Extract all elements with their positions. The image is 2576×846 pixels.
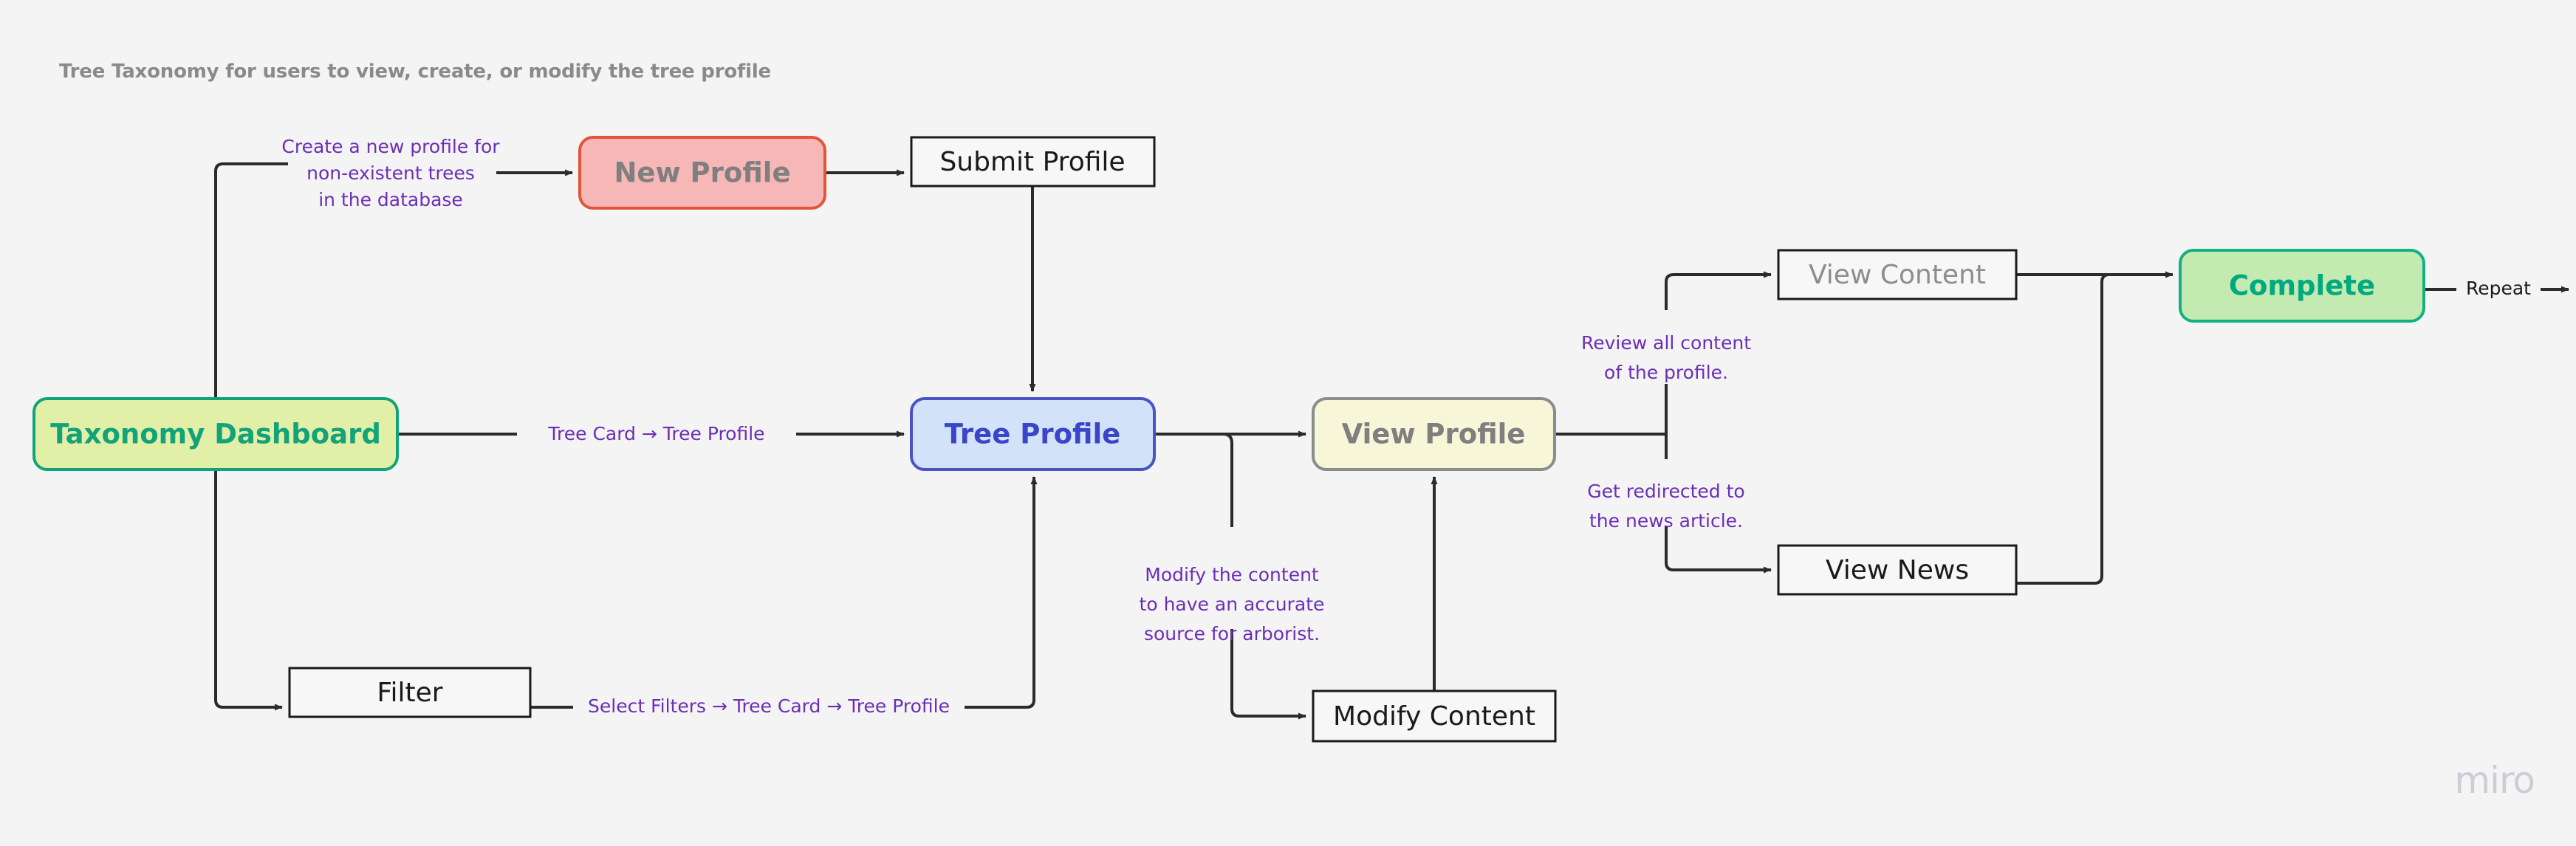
node-label-new-profile: New Profile (614, 157, 790, 189)
edge-label-repeat: Repeat (2466, 278, 2531, 299)
node-label-view-content: View Content (1809, 260, 1986, 290)
miro-watermark: miro (2454, 759, 2535, 802)
svg-text:source for arborist.: source for arborist. (1144, 623, 1320, 644)
node-complete[interactable]: Complete (2179, 249, 2425, 323)
node-submit-profile[interactable]: Submit Profile (910, 136, 1156, 188)
svg-text:Get redirected to: Get redirected to (1587, 481, 1744, 502)
node-label-submit-profile: Submit Profile (939, 147, 1125, 177)
node-modify-content[interactable]: Modify Content (1312, 689, 1557, 743)
node-new-profile[interactable]: New Profile (578, 136, 826, 210)
node-label-view-profile: View Profile (1342, 419, 1526, 450)
nodes-layer: New Profile Submit Profile Taxonomy Dash… (32, 136, 2425, 743)
node-view-news[interactable]: View News (1777, 544, 2018, 596)
edge-label-create-new-profile: Create a new profile for non-existent tr… (281, 136, 500, 210)
node-label-complete: Complete (2229, 270, 2375, 302)
node-label-modify-content: Modify Content (1333, 701, 1535, 732)
node-label-view-news: View News (1826, 555, 1969, 585)
svg-text:Tree Card → Tree Profile: Tree Card → Tree Profile (547, 423, 764, 444)
svg-text:to have an accurate: to have an accurate (1140, 594, 1325, 615)
connector-tree-profile-to-modify-content-b (1230, 629, 1306, 720)
connector-tree-profile-to-modify-content-a (1215, 433, 1233, 527)
edge-label-modify-the-content: Modify the content to have an accurate s… (1140, 564, 1325, 644)
edge-labels-layer: Create a new profile for non-existent tr… (281, 136, 2531, 717)
svg-text:of the profile.: of the profile. (1604, 362, 1728, 383)
svg-text:in the database: in the database (318, 189, 463, 210)
svg-text:Repeat: Repeat (2466, 278, 2531, 299)
edge-label-get-redirected: Get redirected to the news article. (1587, 481, 1744, 532)
edge-label-tree-card-to-tree-profile: Tree Card → Tree Profile (547, 423, 764, 444)
node-taxonomy-dashboard[interactable]: Taxonomy Dashboard (32, 397, 399, 471)
svg-text:non-existent trees: non-existent trees (306, 162, 475, 184)
connector-filter-to-tree-profile-b (965, 476, 1038, 709)
connector-dashboard-to-new-profile-a (214, 162, 288, 399)
svg-text:Modify the content: Modify the content (1145, 564, 1319, 585)
node-tree-profile[interactable]: Tree Profile (910, 397, 1156, 471)
node-label-taxonomy-dashboard: Taxonomy Dashboard (50, 419, 381, 450)
board-title: Tree Taxonomy for users to view, create,… (59, 61, 771, 83)
node-view-content[interactable]: View Content (1777, 249, 2018, 300)
svg-text:Create a new profile for: Create a new profile for (281, 136, 500, 157)
connector-view-profile-to-view-news-b (1665, 526, 1772, 574)
connector-view-profile-to-view-content-b (1665, 271, 1772, 310)
svg-text:Review all content: Review all content (1581, 332, 1751, 354)
edge-label-select-filters: Select Filters → Tree Card → Tree Profil… (588, 695, 950, 717)
svg-text:the news article.: the news article. (1589, 510, 1743, 532)
edge-label-review-all-content: Review all content of the profile. (1581, 332, 1751, 383)
node-view-profile[interactable]: View Profile (1312, 397, 1556, 471)
node-label-tree-profile: Tree Profile (945, 419, 1120, 450)
connector-dashboard-to-filter (214, 470, 283, 711)
svg-text:Select Filters → Tree Card → T: Select Filters → Tree Card → Tree Profil… (588, 695, 950, 717)
connector-view-news-to-complete (2016, 273, 2173, 585)
node-label-filter: Filter (377, 678, 442, 708)
node-filter[interactable]: Filter (288, 667, 532, 718)
connectors-layer (214, 162, 2569, 720)
